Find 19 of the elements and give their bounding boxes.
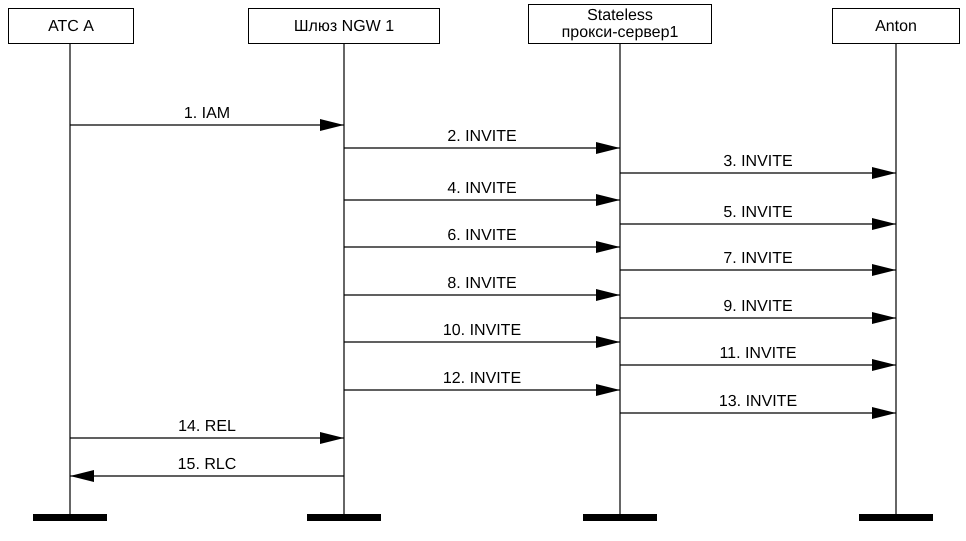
participant-box: Anton — [832, 8, 960, 44]
message-arrow — [70, 119, 344, 131]
message-arrow — [344, 241, 620, 253]
message-arrow — [344, 142, 620, 154]
message-arrow — [620, 167, 896, 179]
participant-box: Stateless прокси-сервер1 — [528, 4, 712, 44]
message-arrow — [620, 312, 896, 324]
message-arrow — [344, 194, 620, 206]
message-arrow — [620, 218, 896, 230]
message-arrow — [344, 384, 620, 396]
participant-box: АТС А — [8, 8, 134, 44]
participant-box: Шлюз NGW 1 — [248, 8, 440, 44]
message-arrow — [70, 432, 344, 444]
message-arrow — [344, 336, 620, 348]
message-arrow — [344, 289, 620, 301]
message-arrow — [70, 470, 344, 482]
message-arrow — [620, 264, 896, 276]
message-arrow — [620, 359, 896, 371]
message-arrow — [620, 407, 896, 419]
